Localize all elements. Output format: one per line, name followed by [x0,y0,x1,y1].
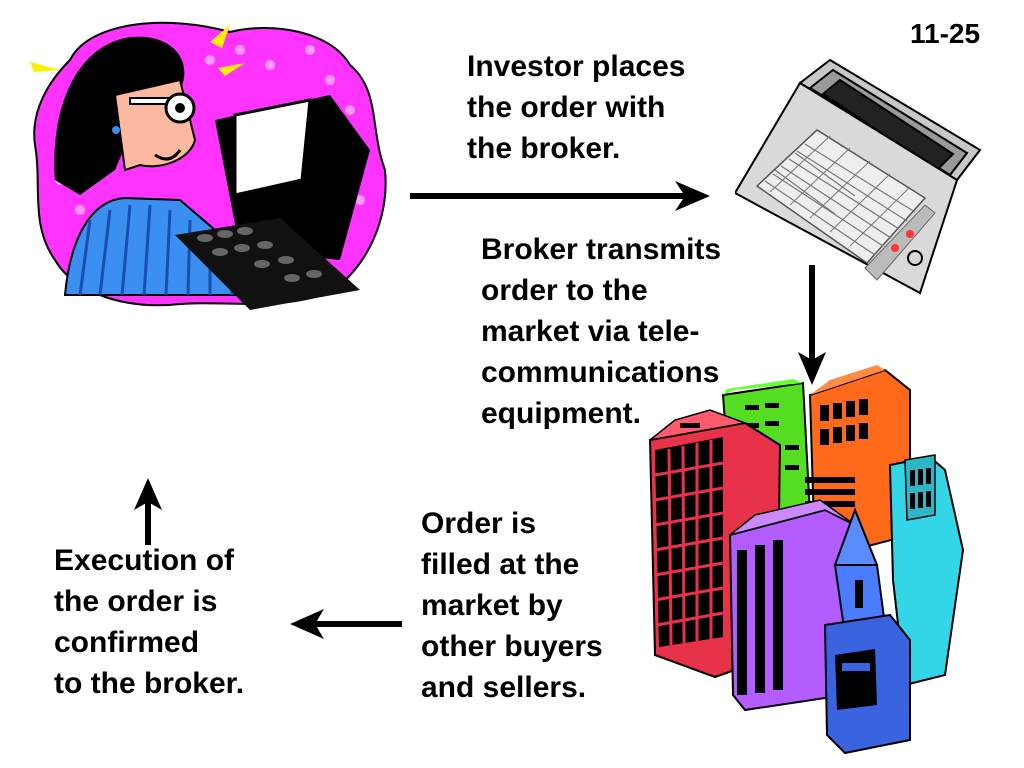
arrow-down [798,265,826,385]
step-3-text: Order is filled at the market by other b… [421,507,603,704]
arrow-right [410,181,710,211]
step-4-text: Execution of the order is confirmed to t… [54,544,245,700]
laptop-icon [735,58,982,295]
step-1-text: Investor places the order with the broke… [467,50,686,165]
slide-number: 11-25 [910,18,981,49]
step-2-text: Broker transmits order to the market via… [481,233,722,430]
arrow-left [290,609,402,639]
city-buildings-icon [648,365,965,755]
investor-at-computer-icon [30,21,387,310]
arrow-up [134,478,162,545]
